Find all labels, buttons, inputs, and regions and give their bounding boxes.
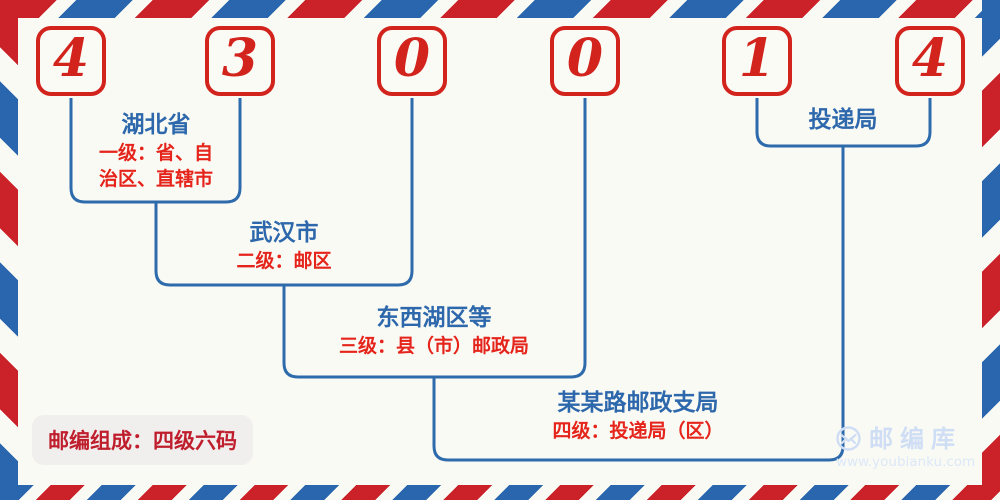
site-watermark: 邮编库 www.youbianku.com [836,426,986,470]
level4-description: 四级：投递局（区） [552,420,724,442]
digit-6: 4 [911,28,949,89]
level4-region-name: 某某路邮政支局 [557,389,719,416]
composition-badge-text: 邮编组成：四级六码 [48,429,237,453]
composition-badge: 邮编组成：四级六码 [32,415,253,465]
watermark-url: www.youbianku.com [836,454,976,470]
level1-description-line1: 一级：省、自 [98,142,213,164]
level1-description-line2: 治区、直辖市 [98,168,213,190]
digit-box-5: 1 [722,26,792,96]
level4-label-group: 某某路邮政支局 四级：投递局（区） [498,388,778,444]
digit-1: 4 [52,28,90,89]
level3-label-group: 东西湖区等 三级：县（市）邮政局 [314,303,554,359]
digit-5: 1 [738,28,776,89]
digit-4: 0 [566,28,604,89]
watermark-brand-text: 邮编库 [869,424,962,453]
delivery-office-name: 投递局 [808,106,878,133]
level2-region-name: 武汉市 [249,219,319,246]
level1-label-group: 湖北省 一级：省、自 治区、直辖市 [66,110,246,192]
digit-box-4: 0 [550,26,620,96]
bracket-level4-delivery [432,146,845,462]
digit-box-3: 0 [377,26,447,96]
level3-description: 三级：县（市）邮政局 [338,335,529,357]
digit-2: 3 [221,28,259,89]
digit-box-6: 4 [895,26,965,96]
digit-box-1: 4 [36,26,106,96]
level2-label-group: 武汉市 二级：邮区 [184,218,384,274]
envelope-circle-icon [836,426,861,451]
level3-region-name: 东西湖区等 [376,304,492,331]
digit-box-2: 3 [205,26,275,96]
digit-3: 0 [393,28,431,89]
level1-region-name: 湖北省 [121,111,191,138]
level2-description: 二级：邮区 [236,250,332,272]
delivery-office-label-group: 投递局 [763,105,923,135]
